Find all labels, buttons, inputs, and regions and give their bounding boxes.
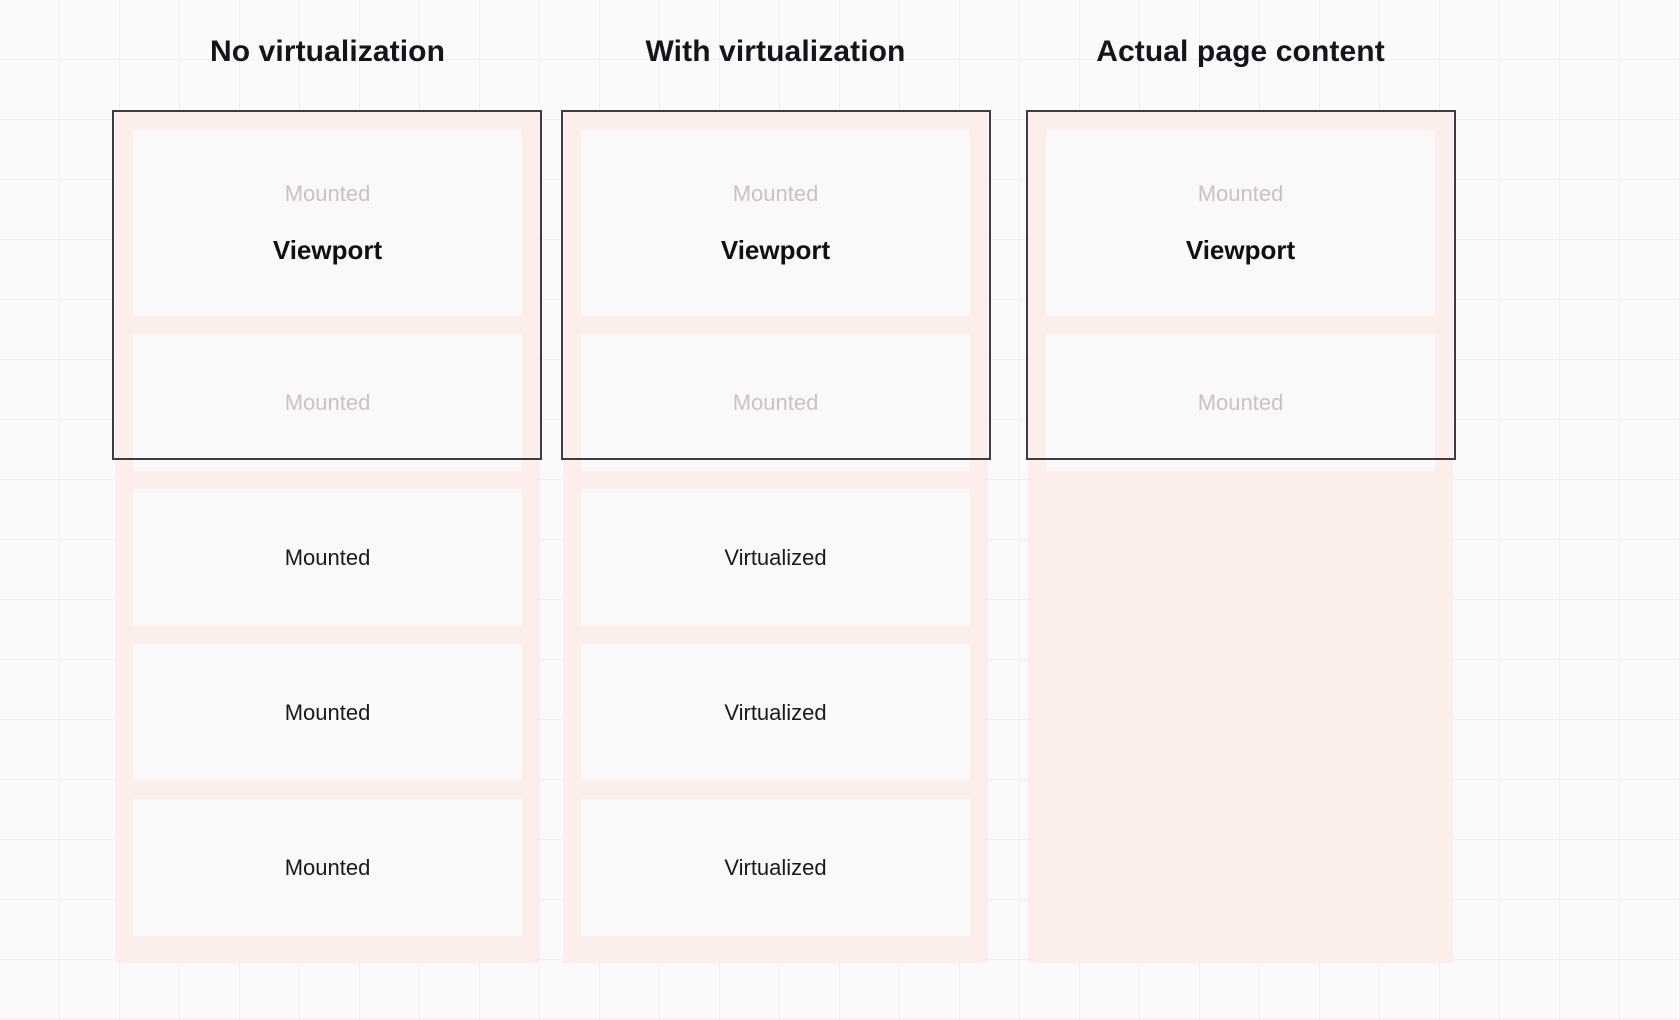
card-state-label: Virtualized bbox=[724, 854, 827, 880]
card-virtualized-4[interactable]: Virtualized bbox=[581, 644, 970, 781]
card-virtualized-5[interactable]: Virtualized bbox=[581, 799, 970, 936]
card-state-label: Mounted bbox=[284, 699, 371, 725]
card-mounted-4[interactable]: Mounted bbox=[133, 644, 522, 781]
column-rail-actual-page-content: Mounted Viewport Mounted bbox=[1028, 112, 1453, 963]
column-title-with-virtualization: With virtualization bbox=[645, 35, 906, 68]
card-state-label: Mounted bbox=[284, 544, 371, 570]
card-state-label: Virtualized bbox=[724, 544, 827, 570]
card-mounted-viewport-2[interactable]: Mounted bbox=[1046, 334, 1435, 471]
card-mounted-viewport-1[interactable]: Mounted Viewport bbox=[581, 130, 970, 316]
card-state-label: Mounted bbox=[284, 854, 371, 880]
column-title-actual-page-content: Actual page content bbox=[1096, 35, 1385, 68]
viewport-marker-label: Viewport bbox=[272, 234, 383, 265]
card-state-label: Mounted bbox=[732, 181, 819, 206]
column-rail-no-virtualization: Mounted Viewport Mounted Mounted Mounted… bbox=[115, 112, 540, 963]
viewport-marker-label: Viewport bbox=[1185, 234, 1296, 265]
card-mounted-5[interactable]: Mounted bbox=[133, 799, 522, 936]
column-rail-with-virtualization: Mounted Viewport Mounted Virtualized Vir… bbox=[563, 112, 988, 963]
card-state-label: Mounted bbox=[1197, 181, 1284, 206]
card-state-label: Mounted bbox=[732, 389, 819, 415]
card-state-label: Virtualized bbox=[724, 699, 827, 725]
card-mounted-viewport-2[interactable]: Mounted bbox=[133, 334, 522, 471]
card-mounted-viewport-1[interactable]: Mounted Viewport bbox=[133, 130, 522, 316]
card-state-label: Mounted bbox=[1197, 389, 1284, 415]
card-mounted-viewport-2[interactable]: Mounted bbox=[581, 334, 970, 471]
card-state-label: Mounted bbox=[284, 389, 371, 415]
card-mounted-3[interactable]: Mounted bbox=[133, 489, 522, 626]
card-mounted-viewport-1[interactable]: Mounted Viewport bbox=[1046, 130, 1435, 316]
card-state-label: Mounted bbox=[284, 181, 371, 206]
column-title-no-virtualization: No virtualization bbox=[209, 35, 446, 68]
card-virtualized-3[interactable]: Virtualized bbox=[581, 489, 970, 626]
viewport-marker-label: Viewport bbox=[720, 234, 831, 265]
